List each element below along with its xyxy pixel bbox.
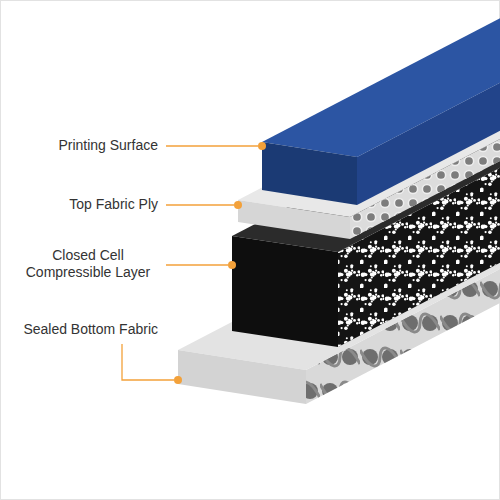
part-label: Closed Cell Compressible Layer — [18, 247, 158, 281]
part-label: Top Fabric Ply — [69, 196, 158, 213]
layer-end — [178, 350, 306, 404]
leader-line — [166, 145, 258, 146]
leader-dot — [174, 376, 182, 384]
leader-lines — [122, 146, 258, 380]
part-label: Printing Surface — [58, 137, 158, 154]
layer-end — [262, 142, 357, 205]
leader-line — [166, 204, 234, 205]
layer-top — [262, 0, 500, 157]
layer-end — [232, 236, 338, 347]
layer-end — [238, 200, 350, 239]
part-label: Sealed Bottom Fabric — [23, 321, 158, 338]
leader-line — [122, 344, 174, 380]
leader-dot — [228, 261, 236, 269]
leader-dots — [174, 142, 266, 384]
leader-dot — [258, 142, 266, 150]
printing-surface-layer — [262, 0, 500, 205]
leader-line — [166, 264, 228, 265]
layer-stack — [178, 0, 500, 404]
leader-dot — [234, 201, 242, 209]
